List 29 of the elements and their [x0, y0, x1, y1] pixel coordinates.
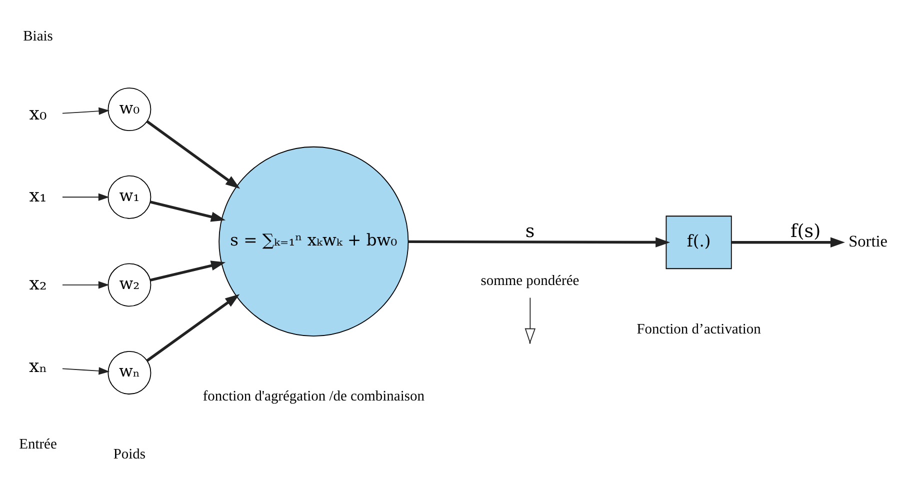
edge-label: s [525, 220, 535, 242]
arrow [732, 236, 845, 247]
node-text: Sortie [848, 230, 888, 250]
node-label: Fonction d’activation [636, 321, 761, 338]
label: Poids [113, 446, 146, 462]
node-text: somme pondérée [480, 272, 580, 288]
node-text: xₙ [29, 355, 48, 376]
arrow [62, 280, 110, 288]
arrow [146, 120, 240, 188]
node-text: x₂ [29, 272, 47, 294]
edge-label: f(s) [790, 220, 821, 242]
arrow [146, 294, 240, 362]
arrow [150, 200, 226, 222]
node-circle: w₀ [108, 87, 152, 131]
node-circle: w₁ [108, 174, 152, 218]
label: Entrée [19, 436, 57, 452]
node-circle: s = ∑ₖ₌₁ⁿ xₖwₖ + bw₀ [218, 146, 409, 336]
node-label: fonction d'agrégation /de combinaison [202, 388, 424, 404]
arrow [150, 260, 226, 281]
arrow [62, 106, 110, 114]
node-text: x₀ [29, 102, 47, 124]
arrow [62, 366, 110, 374]
label: Biais [23, 28, 53, 44]
node-text: x₁ [29, 185, 47, 206]
node-box: f(.) [666, 215, 732, 269]
node-circle: wₙ [108, 350, 152, 394]
node-circle: w₂ [108, 262, 152, 306]
arrow [62, 192, 110, 200]
arrow [408, 236, 670, 247]
